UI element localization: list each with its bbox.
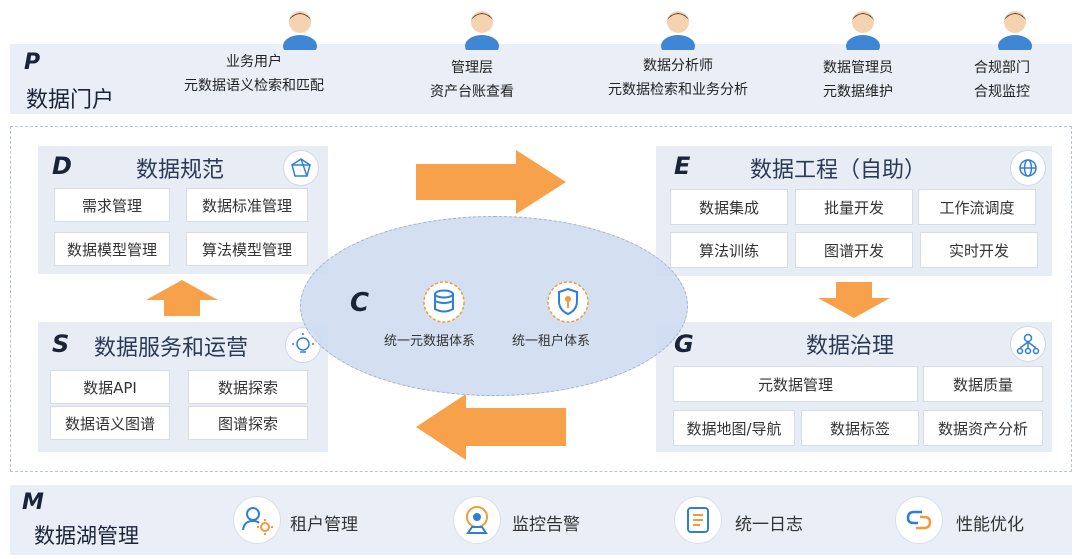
arrow-up bbox=[144, 278, 220, 318]
role-duty: 元数据维护 bbox=[823, 84, 893, 100]
core-ellipse bbox=[300, 216, 688, 396]
role-name: 数据管理员 bbox=[823, 60, 893, 76]
core-item-label: 统一元数据体系 bbox=[384, 334, 476, 349]
role-duty: 合规监控 bbox=[974, 84, 1030, 100]
core-item-label: 统一租户体系 bbox=[512, 334, 591, 349]
person-icon bbox=[462, 6, 502, 57]
service-letter: S bbox=[52, 330, 70, 358]
engineering-letter: E bbox=[674, 152, 691, 180]
service-item[interactable]: 图谱探索 bbox=[188, 406, 308, 440]
arrow-left bbox=[416, 394, 566, 460]
lake-letter: M bbox=[22, 490, 44, 515]
person-icon bbox=[658, 6, 698, 57]
governance-item[interactable]: 数据质量 bbox=[923, 366, 1043, 402]
role-duty: 元数据检索和业务分析 bbox=[608, 82, 748, 98]
engineering-item[interactable]: 实时开发 bbox=[920, 232, 1038, 268]
lake-title: 数据湖管理 bbox=[34, 524, 139, 548]
spec-title: 数据规范 bbox=[136, 158, 225, 183]
lake-item-label: 性能优化 bbox=[956, 515, 1024, 535]
network-icon bbox=[283, 150, 319, 186]
service-item[interactable]: 数据语义图谱 bbox=[50, 406, 170, 440]
engineering-item[interactable]: 算法训练 bbox=[670, 232, 788, 268]
engineering-title: 数据工程（自助） bbox=[750, 158, 927, 183]
shield-key-icon bbox=[544, 280, 592, 324]
governance-item[interactable]: 数据资产分析 bbox=[923, 410, 1043, 446]
globe-icon bbox=[1010, 150, 1046, 186]
spec-letter: D bbox=[52, 152, 72, 180]
hierarchy-icon bbox=[1010, 326, 1046, 362]
portal-role: 数据管理员 元数据维护 bbox=[758, 56, 958, 104]
spec-item[interactable]: 数据标准管理 bbox=[186, 188, 308, 222]
user-gear-icon bbox=[234, 497, 280, 543]
role-name: 数据分析师 bbox=[643, 58, 713, 74]
role-name: 业务用户 bbox=[226, 54, 282, 70]
database-icon bbox=[420, 280, 468, 324]
spec-item[interactable]: 数据模型管理 bbox=[54, 232, 170, 266]
service-item[interactable]: 数据API bbox=[50, 370, 170, 404]
role-duty: 资产台账查看 bbox=[430, 84, 514, 100]
link-icon bbox=[896, 497, 942, 543]
engineering-item[interactable]: 图谱开发 bbox=[795, 232, 913, 268]
service-item[interactable]: 数据探索 bbox=[188, 370, 308, 404]
service-title: 数据服务和运营 bbox=[94, 336, 249, 361]
lake-band bbox=[10, 485, 1072, 555]
camera-icon bbox=[454, 497, 500, 543]
governance-item[interactable]: 元数据管理 bbox=[673, 366, 918, 402]
portal-role: 合规部门 合规监控 bbox=[902, 56, 1080, 104]
portal-role: 业务用户 元数据语义检索和匹配 bbox=[154, 50, 354, 98]
governance-letter: G bbox=[674, 330, 694, 358]
arrow-right bbox=[416, 150, 566, 214]
portal-role: 数据分析师 元数据检索和业务分析 bbox=[578, 54, 778, 102]
role-name: 合规部门 bbox=[974, 60, 1030, 76]
arrow-down bbox=[816, 280, 892, 320]
engineering-item[interactable]: 批量开发 bbox=[795, 189, 913, 225]
person-icon bbox=[995, 6, 1035, 57]
spec-item[interactable]: 算法模型管理 bbox=[186, 232, 308, 266]
governance-item[interactable]: 数据地图/导航 bbox=[673, 410, 795, 446]
portal-band bbox=[10, 44, 1072, 114]
governance-title: 数据治理 bbox=[806, 334, 895, 359]
middle-region bbox=[10, 126, 1072, 472]
engineering-item[interactable]: 数据集成 bbox=[670, 189, 788, 225]
engineering-item[interactable]: 工作流调度 bbox=[918, 189, 1036, 225]
portal-title: 数据门户 bbox=[26, 88, 115, 113]
lake-item-label: 监控告警 bbox=[512, 515, 580, 535]
core-letter: C bbox=[350, 288, 370, 318]
log-icon bbox=[675, 497, 721, 543]
person-icon bbox=[843, 6, 883, 57]
governance-item[interactable]: 数据标签 bbox=[801, 410, 919, 446]
lake-item-label: 统一日志 bbox=[735, 515, 803, 535]
role-name: 管理层 bbox=[451, 60, 493, 76]
role-duty: 元数据语义检索和匹配 bbox=[184, 78, 324, 94]
lake-item-label: 租户管理 bbox=[290, 515, 358, 535]
person-icon bbox=[280, 6, 320, 57]
spec-item[interactable]: 需求管理 bbox=[54, 188, 170, 222]
portal-role: 管理层 资产台账查看 bbox=[372, 56, 572, 104]
portal-letter: P bbox=[24, 50, 41, 75]
